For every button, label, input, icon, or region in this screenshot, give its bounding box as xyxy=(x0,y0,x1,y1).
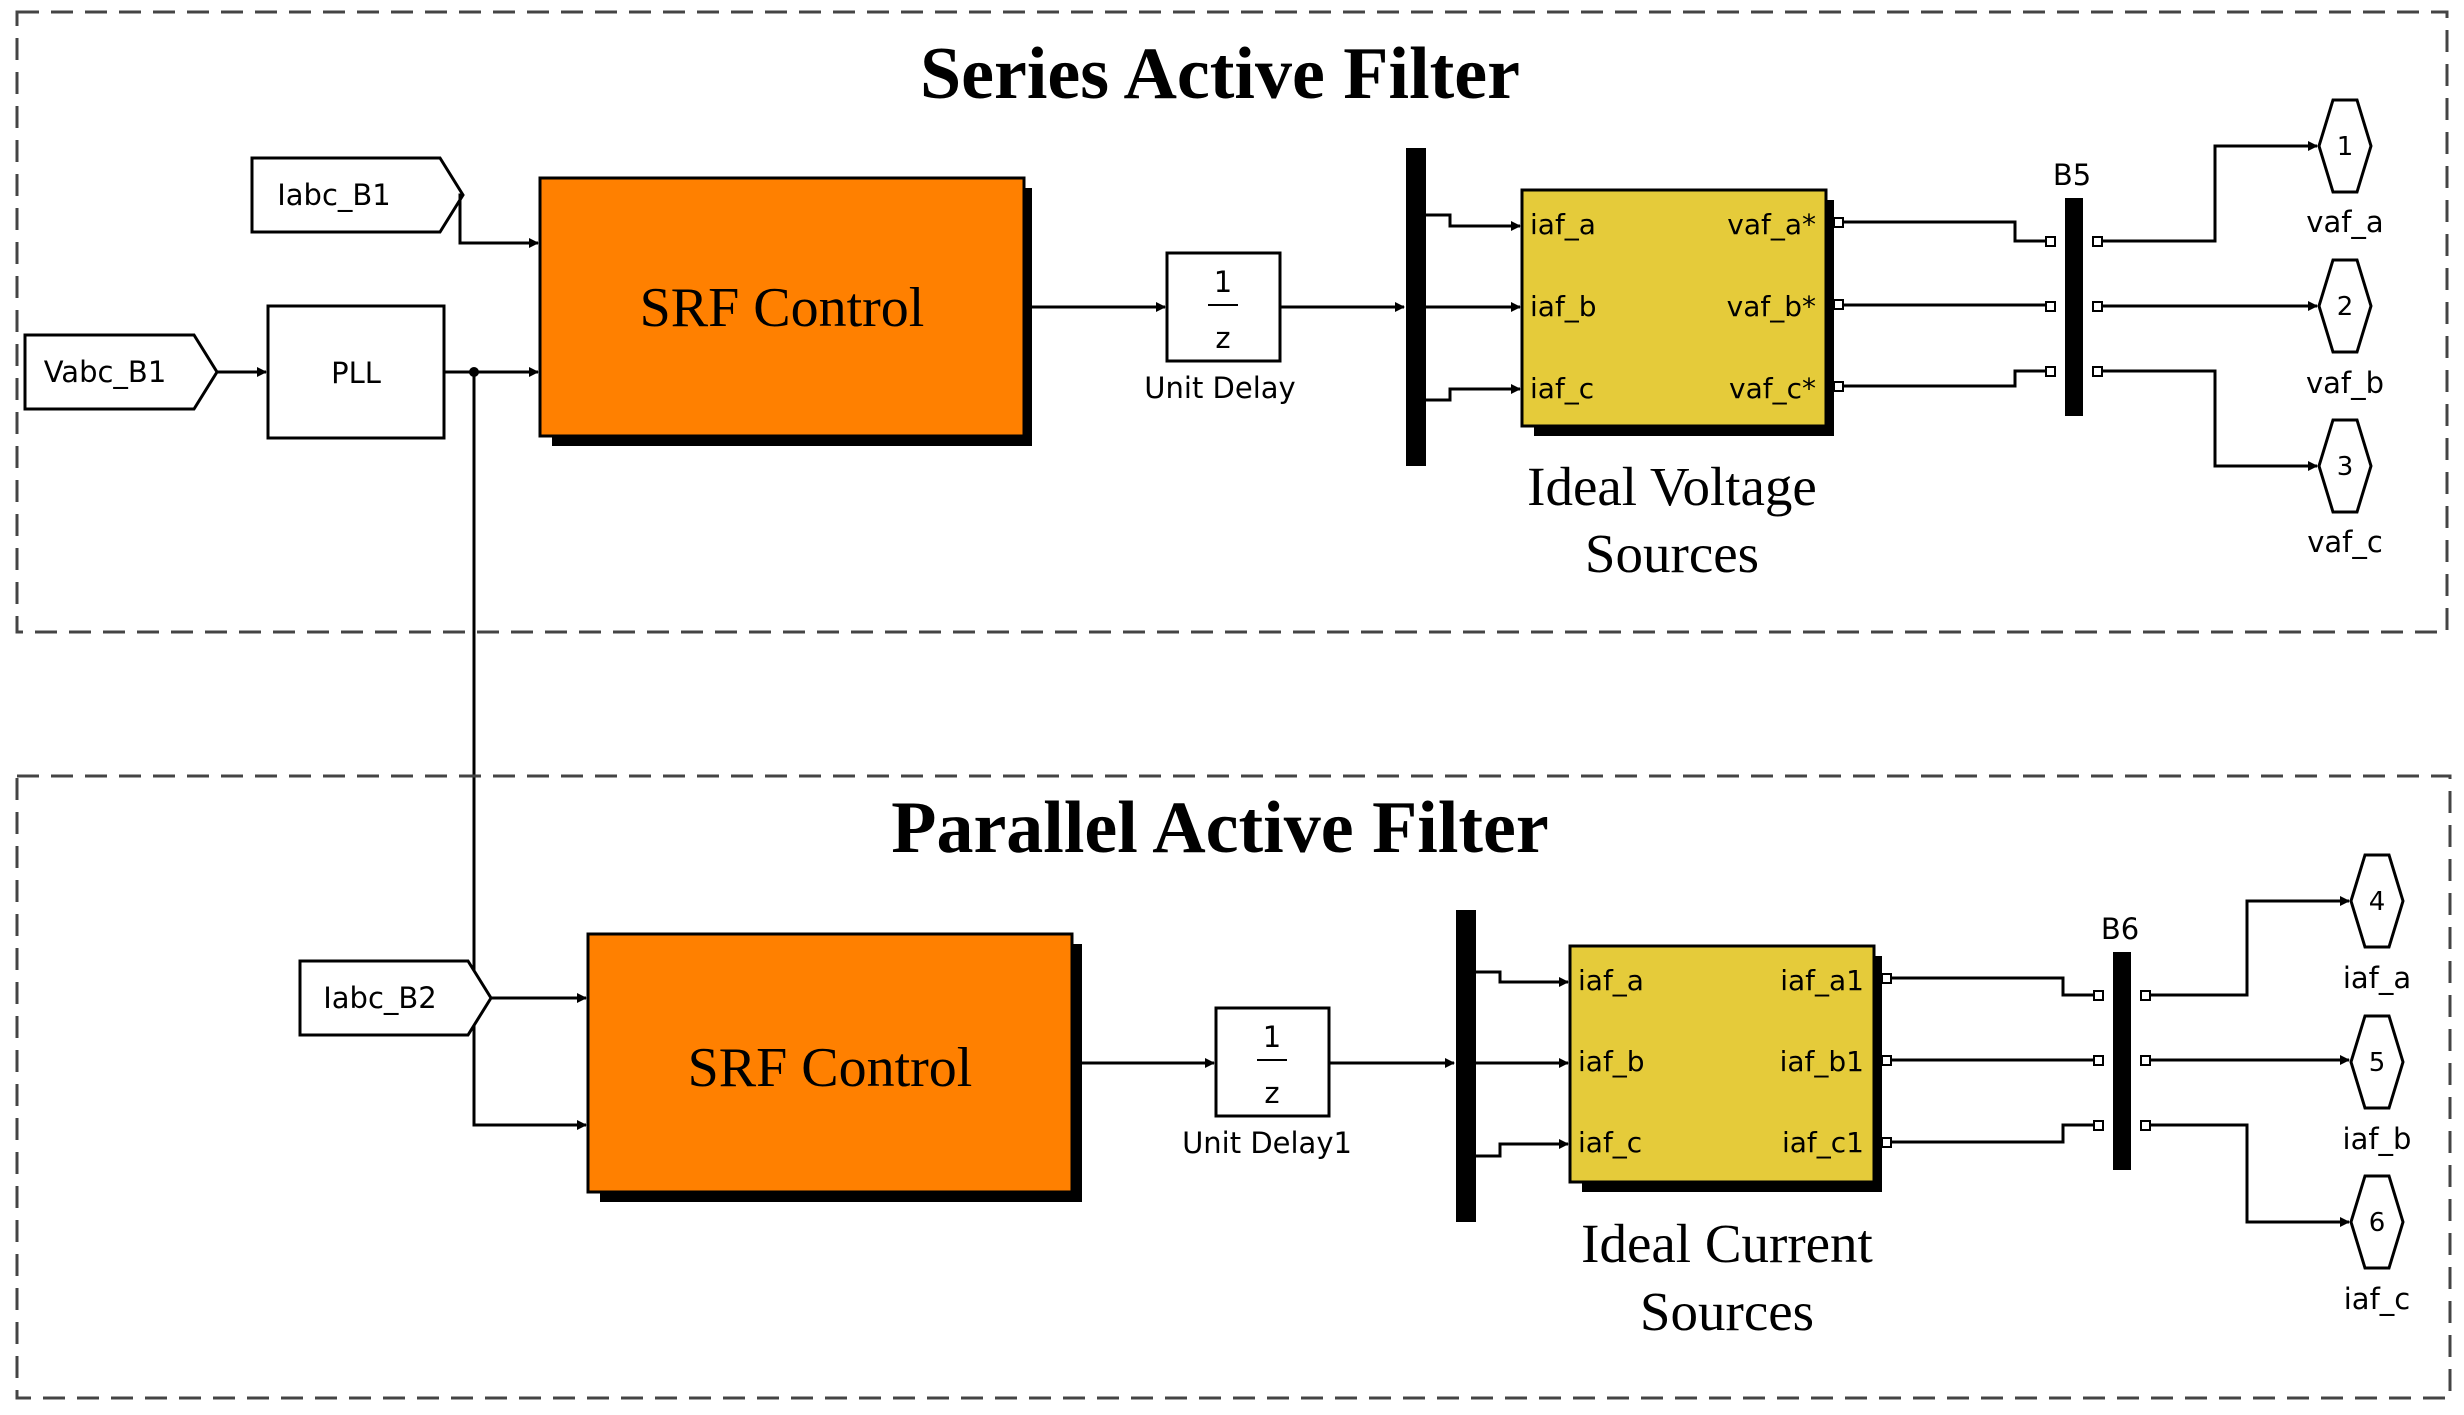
pll-block[interactable]: PLL xyxy=(266,304,446,440)
series-unit-delay-block[interactable]: 1 z Unit Delay xyxy=(1144,251,1296,405)
outport-3-num: 3 xyxy=(2337,452,2354,482)
cs-in-port-a: iaf_a xyxy=(1578,964,1644,997)
parallel-srf-control-block[interactable]: SRF Control xyxy=(586,932,1082,1202)
current-sources-caption-line2: Sources xyxy=(1640,1281,1814,1342)
series-delay-den: z xyxy=(1215,321,1230,355)
pll-label: PLL xyxy=(331,356,381,390)
bus-b6-bar[interactable] xyxy=(2113,952,2131,1170)
iabc-b1-label: Iabc_B1 xyxy=(277,178,391,212)
cs-in-port-c: iaf_c xyxy=(1578,1126,1642,1159)
bus-b6-label: B6 xyxy=(2101,912,2139,946)
parallel-delay-num: 1 xyxy=(1263,1020,1281,1054)
parallel-filter-title: Parallel Active Filter xyxy=(891,787,1548,869)
iabc-b2-label: Iabc_B2 xyxy=(323,981,437,1015)
outport-2-num: 2 xyxy=(2337,292,2354,322)
vs-in-port-c: iaf_c xyxy=(1530,372,1594,405)
vs-in-port-b: iaf_b xyxy=(1530,290,1597,323)
current-sources-caption-line1: Ideal Current xyxy=(1581,1213,1873,1274)
outport-6-label: iaf_c xyxy=(2344,1282,2410,1316)
parallel-active-filter-group: Parallel Active Filter Iabc_B2 SRF Contr… xyxy=(15,774,2452,1400)
vabc-b1-label: Vabc_B1 xyxy=(44,355,167,389)
parallel-demux-bar[interactable] xyxy=(1456,910,1476,1222)
parallel-delay-label: Unit Delay1 xyxy=(1182,1126,1352,1160)
outport-1-label: vaf_a xyxy=(2306,205,2383,239)
vs-out-port-b: vaf_b* xyxy=(1727,290,1816,323)
bus-b5-label: B5 xyxy=(2053,158,2091,192)
outport-6-num: 6 xyxy=(2369,1208,2386,1238)
outport-3[interactable]: 3 vaf_c xyxy=(2307,418,2383,559)
vs-out-port-a: vaf_a* xyxy=(1727,208,1816,241)
series-filter-title: Series Active Filter xyxy=(920,33,1520,115)
iabc-b2-input[interactable]: Iabc_B2 xyxy=(298,959,493,1037)
series-srf-label: SRF Control xyxy=(640,277,925,339)
series-demux-bar[interactable] xyxy=(1406,148,1426,466)
series-srf-control-block[interactable]: SRF Control xyxy=(538,176,1032,446)
outport-5[interactable]: 5 iaf_b xyxy=(2343,1014,2412,1156)
outport-4-label: iaf_a xyxy=(2343,961,2411,995)
parallel-unit-delay-block[interactable]: 1 z Unit Delay1 xyxy=(1182,1006,1352,1160)
parallel-wires xyxy=(491,896,2350,1227)
voltage-sources-caption-line1: Ideal Voltage xyxy=(1527,456,1817,517)
vabc-b1-input[interactable]: Vabc_B1 xyxy=(23,333,219,411)
outport-2-label: vaf_b xyxy=(2306,366,2384,400)
outport-2[interactable]: 2 vaf_b xyxy=(2306,258,2384,400)
outport-1[interactable]: 1 vaf_a xyxy=(2306,98,2384,239)
voltage-sources-caption-line2: Sources xyxy=(1585,523,1759,584)
ideal-current-sources-block[interactable]: iaf_a iaf_b iaf_c iaf_a1 iaf_b1 iaf_c1 xyxy=(1568,944,1892,1192)
parallel-delay-den: z xyxy=(1264,1076,1279,1110)
series-delay-num: 1 xyxy=(1214,265,1232,299)
bus-b5-bar[interactable] xyxy=(2065,198,2083,416)
outport-3-label: vaf_c xyxy=(2307,525,2383,559)
series-active-filter-group: Series Active Filter Iabc_B1 Vabc_B1 PLL… xyxy=(15,10,2449,634)
outport-4-num: 4 xyxy=(2369,887,2386,917)
cs-in-port-b: iaf_b xyxy=(1578,1045,1645,1078)
iabc-b1-input[interactable]: Iabc_B1 xyxy=(250,156,465,234)
parallel-filter-frame xyxy=(15,774,2452,1400)
vs-in-port-a: iaf_a xyxy=(1530,208,1596,241)
cs-out-port-a: iaf_a1 xyxy=(1780,964,1864,997)
outport-5-label: iaf_b xyxy=(2343,1122,2412,1156)
series-filter-frame xyxy=(15,10,2449,634)
cs-out-port-b: iaf_b1 xyxy=(1780,1045,1864,1078)
ideal-voltage-sources-block[interactable]: iaf_a iaf_b iaf_c vaf_a* vaf_b* vaf_c* xyxy=(1520,188,1844,436)
vs-out-port-c: vaf_c* xyxy=(1729,372,1816,405)
outport-6[interactable]: 6 iaf_c xyxy=(2344,1174,2410,1316)
cs-out-port-c: iaf_c1 xyxy=(1782,1126,1864,1159)
outport-4[interactable]: 4 iaf_a xyxy=(2343,853,2411,995)
pll-to-parallel-srf-wire xyxy=(472,372,587,1130)
series-wires xyxy=(217,141,2318,471)
parallel-srf-label: SRF Control xyxy=(688,1037,973,1099)
outport-5-num: 5 xyxy=(2369,1048,2386,1078)
outport-1-num: 1 xyxy=(2337,132,2354,162)
series-delay-label: Unit Delay xyxy=(1144,371,1295,405)
